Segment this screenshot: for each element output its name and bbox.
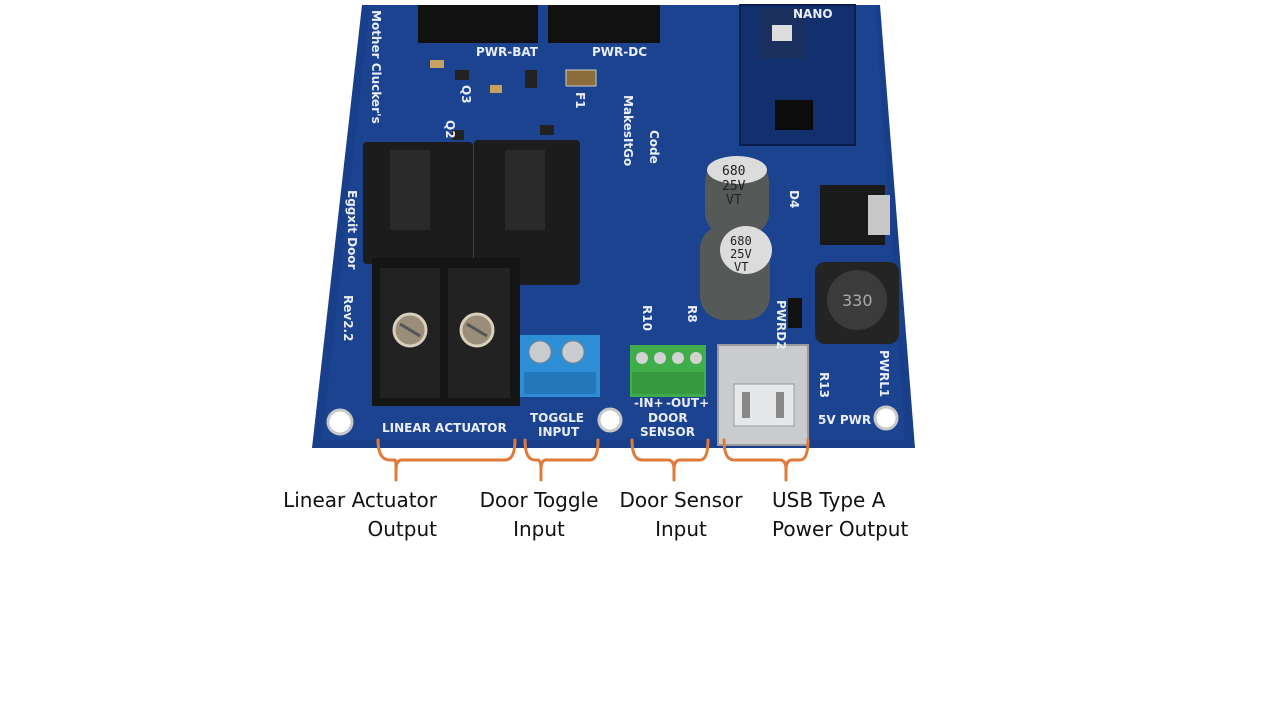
callout-usb-output-line2: Power Output [772, 517, 909, 541]
refdes-r13: R13 [817, 372, 831, 398]
bracket-usb-output [722, 438, 810, 482]
callout-door-sensor: Door Sensor Input [616, 486, 746, 544]
callout-linear-actuator-line1: Linear Actuator [283, 488, 437, 512]
capacitor-2: 680 25V VT [700, 225, 772, 320]
cap2-series: VT [734, 260, 748, 274]
brand-makesitgo: MakesItGo [621, 95, 635, 166]
nano-label: NANO [793, 7, 833, 21]
board-title-line2: Eggxit Door [345, 190, 359, 270]
silk-in-pins: -IN+ [634, 396, 664, 410]
silk-linear-actuator: LINEAR ACTUATOR [382, 421, 507, 435]
callout-linear-actuator: Linear Actuator Output [278, 486, 437, 544]
mounting-hole-3 [873, 405, 899, 431]
bracket-door-sensor [630, 438, 710, 482]
callout-door-toggle: Door Toggle Input [478, 486, 600, 544]
refdes-q3: Q3 [459, 85, 473, 104]
callout-door-toggle-line2: Input [513, 517, 565, 541]
refdes-r8: R8 [685, 305, 699, 323]
silk-5v-pwr: 5V PWR [818, 413, 871, 427]
bracket-toggle-input [523, 438, 600, 482]
refdes-d4: D4 [787, 190, 801, 208]
bracket-linear-actuator [376, 438, 517, 482]
refdes-f1: F1 [573, 92, 587, 109]
callout-door-toggle-line1: Door Toggle [479, 488, 599, 512]
refdes-pwrl1: PWRL1 [877, 350, 891, 397]
silk-input: INPUT [538, 425, 580, 439]
callout-usb-output: USB Type A Power Output [772, 486, 917, 544]
callout-usb-output-line1: USB Type A [772, 488, 886, 512]
refdes-q2: Q2 [443, 120, 457, 139]
power-block-1 [418, 5, 538, 43]
brand-code: Code [647, 130, 661, 164]
mounting-hole-2 [597, 407, 623, 433]
cap1-voltage: 25V [722, 179, 746, 194]
silk-sensor: SENSOR [640, 425, 695, 439]
board-revision: Rev2.2 [341, 295, 355, 341]
callout-door-sensor-line1: Door Sensor [619, 488, 743, 512]
cap2-voltage: 25V [730, 247, 752, 261]
power-block-2 [548, 5, 660, 43]
silk-out-pins: -OUT+ [666, 396, 709, 410]
silk-toggle: TOGGLE [530, 411, 584, 425]
relay-label-bat: PWR-BAT [476, 45, 539, 59]
refdes-r10: R10 [640, 305, 654, 331]
refdes-pwrd2: PWRD2 [774, 300, 788, 350]
board-title-line1: Mother Clucker's [369, 10, 383, 124]
relay-label-dc: PWR-DC [592, 45, 647, 59]
cap1-series: VT [726, 193, 742, 208]
capacitor-1: 680 25V VT [705, 156, 769, 235]
mounting-hole-1 [326, 408, 354, 436]
callout-linear-actuator-line2: Output [367, 517, 437, 541]
callout-door-sensor-line2: Input [655, 517, 707, 541]
cap2-value: 680 [730, 234, 752, 248]
inductor-value: 330 [842, 291, 873, 310]
cap1-value: 680 [722, 164, 745, 179]
silk-door: DOOR [648, 411, 688, 425]
